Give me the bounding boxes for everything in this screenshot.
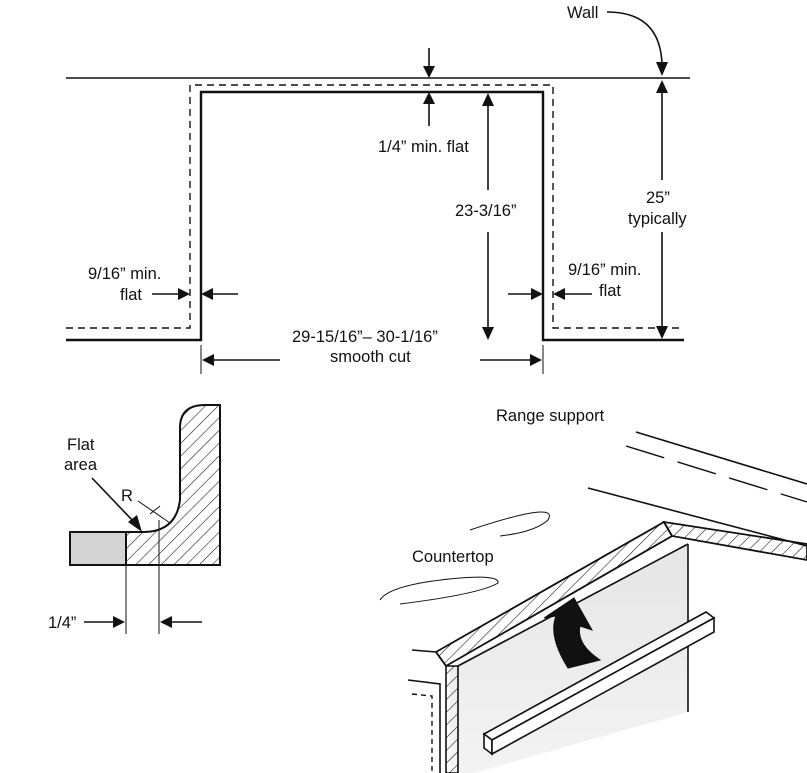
cutout-plan-view: Wall 1/4” min. flat 23-3/16” 25” typical… bbox=[66, 4, 690, 374]
height-arrow-top bbox=[656, 80, 668, 93]
range-support-perspective: Range support Countertop bbox=[379, 407, 807, 773]
flat-area-leader bbox=[91, 477, 135, 523]
support-top-dash bbox=[625, 445, 807, 503]
right-flat-arrow-in-head bbox=[531, 288, 543, 300]
width-arrow-left bbox=[202, 354, 214, 366]
countertop-scribble-bottom bbox=[379, 576, 499, 605]
wall-leader bbox=[606, 11, 663, 65]
range-support-label: Range support bbox=[496, 407, 605, 425]
left-flat-arrow-in-head bbox=[178, 288, 190, 300]
cabinet-corner-outer bbox=[411, 649, 447, 667]
height-label: 25” bbox=[646, 189, 670, 207]
quarter-arrow-left-head bbox=[113, 616, 125, 628]
quarter-label: 1/4” bbox=[48, 614, 76, 632]
right-flat-label-line1: 9/16” min. bbox=[568, 261, 641, 279]
depth-label: 23-3/16” bbox=[455, 202, 516, 220]
flat-area-leader-arrowhead bbox=[128, 515, 142, 532]
radius-label: R bbox=[121, 487, 133, 505]
right-flat-label-line2: flat bbox=[599, 282, 621, 300]
radius-leader bbox=[137, 500, 171, 524]
left-flat-label-line2: flat bbox=[120, 286, 142, 304]
countertop-edge-right bbox=[662, 520, 807, 561]
width-arrow-right bbox=[530, 354, 542, 366]
left-flat-label-line1: 9/16” min. bbox=[88, 265, 161, 283]
support-top-line-2 bbox=[587, 487, 807, 547]
left-flat-arrow-out-head bbox=[201, 288, 213, 300]
min-flat-arrow-up-head bbox=[423, 92, 435, 104]
l-profile-section bbox=[125, 404, 221, 566]
height-arrow-bottom bbox=[656, 326, 668, 339]
countertop-scribble-top bbox=[469, 511, 550, 537]
width-label-line1: 29-15/16”– 30-1/16” bbox=[292, 328, 438, 346]
depth-arrow-top bbox=[482, 93, 494, 106]
curved-insert-arrow bbox=[543, 597, 602, 669]
flat-area-label-line1: Flat bbox=[67, 436, 95, 454]
countertop-label: Countertop bbox=[412, 548, 494, 566]
width-label-line2: smooth cut bbox=[330, 348, 411, 366]
depth-arrow-bottom bbox=[482, 327, 494, 340]
wall-label: Wall bbox=[567, 4, 598, 22]
cabinet-corner-box-2 bbox=[411, 693, 433, 773]
right-flat-arrow-out-head bbox=[553, 288, 565, 300]
cabinet-corner-box-1 bbox=[407, 679, 441, 773]
support-top-line-1 bbox=[635, 431, 807, 485]
wall-arrowhead bbox=[656, 62, 668, 76]
countertop-edge-front bbox=[445, 665, 459, 773]
min-flat-arrow-down-head bbox=[423, 66, 435, 78]
edge-profile-detail: Flat area R 1/4” bbox=[48, 404, 221, 634]
radius-tick bbox=[149, 505, 161, 515]
cutout-outline bbox=[66, 90, 684, 342]
typically-label: typically bbox=[628, 210, 687, 228]
support-bar-side bbox=[491, 616, 715, 756]
flat-area-label-line2: area bbox=[64, 456, 98, 474]
countertop-dashed-outline bbox=[66, 84, 684, 329]
quarter-arrow-right-head bbox=[160, 616, 172, 628]
flat-area-block bbox=[69, 531, 127, 566]
min-flat-top-label: 1/4” min. flat bbox=[378, 138, 469, 156]
